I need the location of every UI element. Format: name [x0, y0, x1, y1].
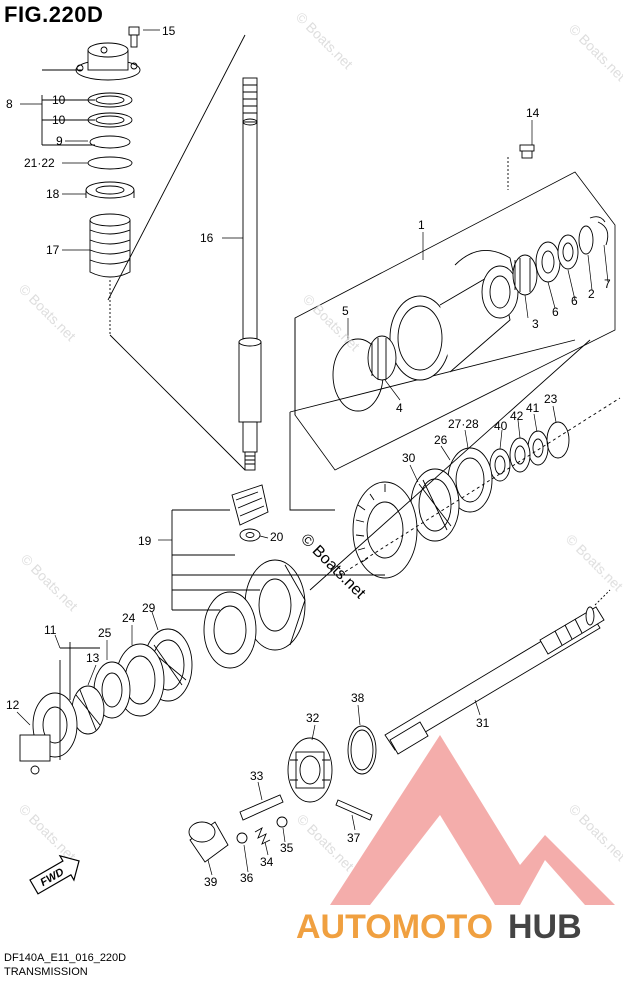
- brand-name-left: AUTOMOTO: [296, 908, 493, 946]
- part-32-clutch-dog: [287, 737, 333, 803]
- part-34-spring: [254, 826, 271, 845]
- label-part-4: 4: [396, 401, 403, 415]
- part-4-bearing: [367, 335, 397, 381]
- label-part-6b: 6: [571, 294, 578, 308]
- label-part-16: 16: [200, 231, 214, 245]
- label-part-29: 29: [142, 601, 156, 615]
- watermark-faint-6: © Boats.net: [18, 551, 81, 614]
- part-3-bearing: [512, 254, 538, 296]
- label-part-33: 33: [250, 769, 264, 783]
- part-bearing-race-fwd: [203, 591, 257, 669]
- part-reverse-gear: [352, 481, 418, 579]
- part-41-washer: [527, 430, 549, 466]
- brand-name-right: HUB: [508, 908, 582, 946]
- label-part-1: 1: [418, 218, 425, 232]
- part-14-bolt: [519, 144, 535, 159]
- part-42-washer: [509, 437, 531, 473]
- part-38-ring: [347, 725, 377, 775]
- part-36-ball: [236, 832, 248, 844]
- label-part-19: 19: [138, 534, 152, 548]
- label-part-39: 39: [204, 875, 218, 889]
- label-part-2: 2: [588, 287, 595, 301]
- label-part-14: 14: [526, 106, 540, 120]
- watermark-faint-1: © Boats.net: [293, 9, 356, 72]
- part-16-driveshaft: [238, 77, 262, 471]
- part-10-seal-a: [87, 92, 133, 108]
- brand-logo-mark: [330, 735, 615, 905]
- watermark-faint-7: © Boats.net: [16, 801, 79, 864]
- label-part-10b: 10: [52, 113, 66, 127]
- part-31-propeller-shaft: [384, 606, 605, 755]
- part-23-shim: [546, 421, 570, 459]
- part-13-bearing: [71, 685, 105, 735]
- model-code: DF140A_E11_016_220D: [4, 952, 127, 964]
- part-1-bearing-housing: [389, 250, 519, 381]
- part-15-bolt: [128, 26, 140, 48]
- figure-title: FIG.220D: [4, 2, 104, 27]
- part-33-pin: [239, 794, 284, 821]
- part-12-housing: [19, 692, 78, 775]
- label-part-42: 42: [510, 409, 524, 423]
- watermark-faint-4: © Boats.net: [300, 291, 363, 354]
- label-part-20: 20: [270, 530, 284, 544]
- part-21-22-shim: [87, 156, 133, 170]
- part-17-boot: [89, 213, 131, 278]
- label-part-13: 13: [86, 651, 100, 665]
- label-part-12: 12: [6, 698, 20, 712]
- label-part-40: 40: [494, 419, 508, 433]
- label-part-8: 8: [6, 97, 13, 111]
- section-title: TRANSMISSION: [4, 966, 88, 978]
- watermark-faint-9: © Boats.net: [566, 801, 623, 864]
- label-part-10a: 10: [52, 93, 66, 107]
- brand-wordmark: AUTOMOTO HUB: [296, 908, 582, 946]
- label-part-9: 9: [56, 134, 63, 148]
- part-35-ball: [276, 816, 288, 828]
- fwd-arrow-icon: FWD: [29, 854, 80, 895]
- label-part-35: 35: [280, 841, 294, 855]
- part-7-circlip: [589, 216, 609, 246]
- part-9-oring: [89, 135, 131, 149]
- label-part-27-28: 27·28: [448, 417, 479, 431]
- label-part-26: 26: [434, 433, 448, 447]
- label-part-3: 3: [532, 317, 539, 331]
- part-19-pinion-gear: [231, 484, 269, 526]
- label-part-37: 37: [347, 831, 361, 845]
- watermark-faint-3: © Boats.net: [16, 281, 79, 344]
- part-6-bearing-a: [535, 241, 561, 283]
- part-26-race: [447, 447, 493, 513]
- part-20-nut: [239, 528, 261, 542]
- part-37-push-rod: [335, 799, 373, 821]
- watermark-faint-2: © Boats.net: [566, 21, 623, 84]
- label-part-18: 18: [46, 187, 60, 201]
- part-39-spacer: [188, 821, 229, 863]
- label-part-7: 7: [604, 277, 611, 291]
- part-18-bearing: [85, 181, 135, 199]
- label-part-41: 41: [526, 401, 540, 415]
- label-part-25: 25: [98, 626, 112, 640]
- label-part-11: 11: [44, 623, 57, 637]
- label-part-23: 23: [544, 392, 558, 406]
- label-part-15: 15: [162, 24, 176, 38]
- part-40-bearing: [489, 448, 511, 482]
- part-30-bearing: [410, 468, 460, 542]
- label-part-6a: 6: [552, 305, 559, 319]
- part-6-bearing-b: [557, 234, 579, 270]
- label-part-31: 31: [476, 716, 490, 730]
- label-part-38: 38: [351, 691, 365, 705]
- watermark-faint-5: © Boats.net: [563, 531, 623, 594]
- label-part-32: 32: [306, 711, 320, 725]
- part-2-shim: [578, 225, 594, 255]
- label-part-30: 30: [402, 451, 416, 465]
- label-part-21-22: 21·22: [24, 156, 55, 170]
- label-part-5: 5: [342, 304, 349, 318]
- label-part-36: 36: [240, 871, 254, 885]
- label-part-17: 17: [46, 243, 60, 257]
- label-part-24: 24: [122, 611, 136, 625]
- label-part-34: 34: [260, 855, 274, 869]
- part-housing-cover: [75, 42, 141, 81]
